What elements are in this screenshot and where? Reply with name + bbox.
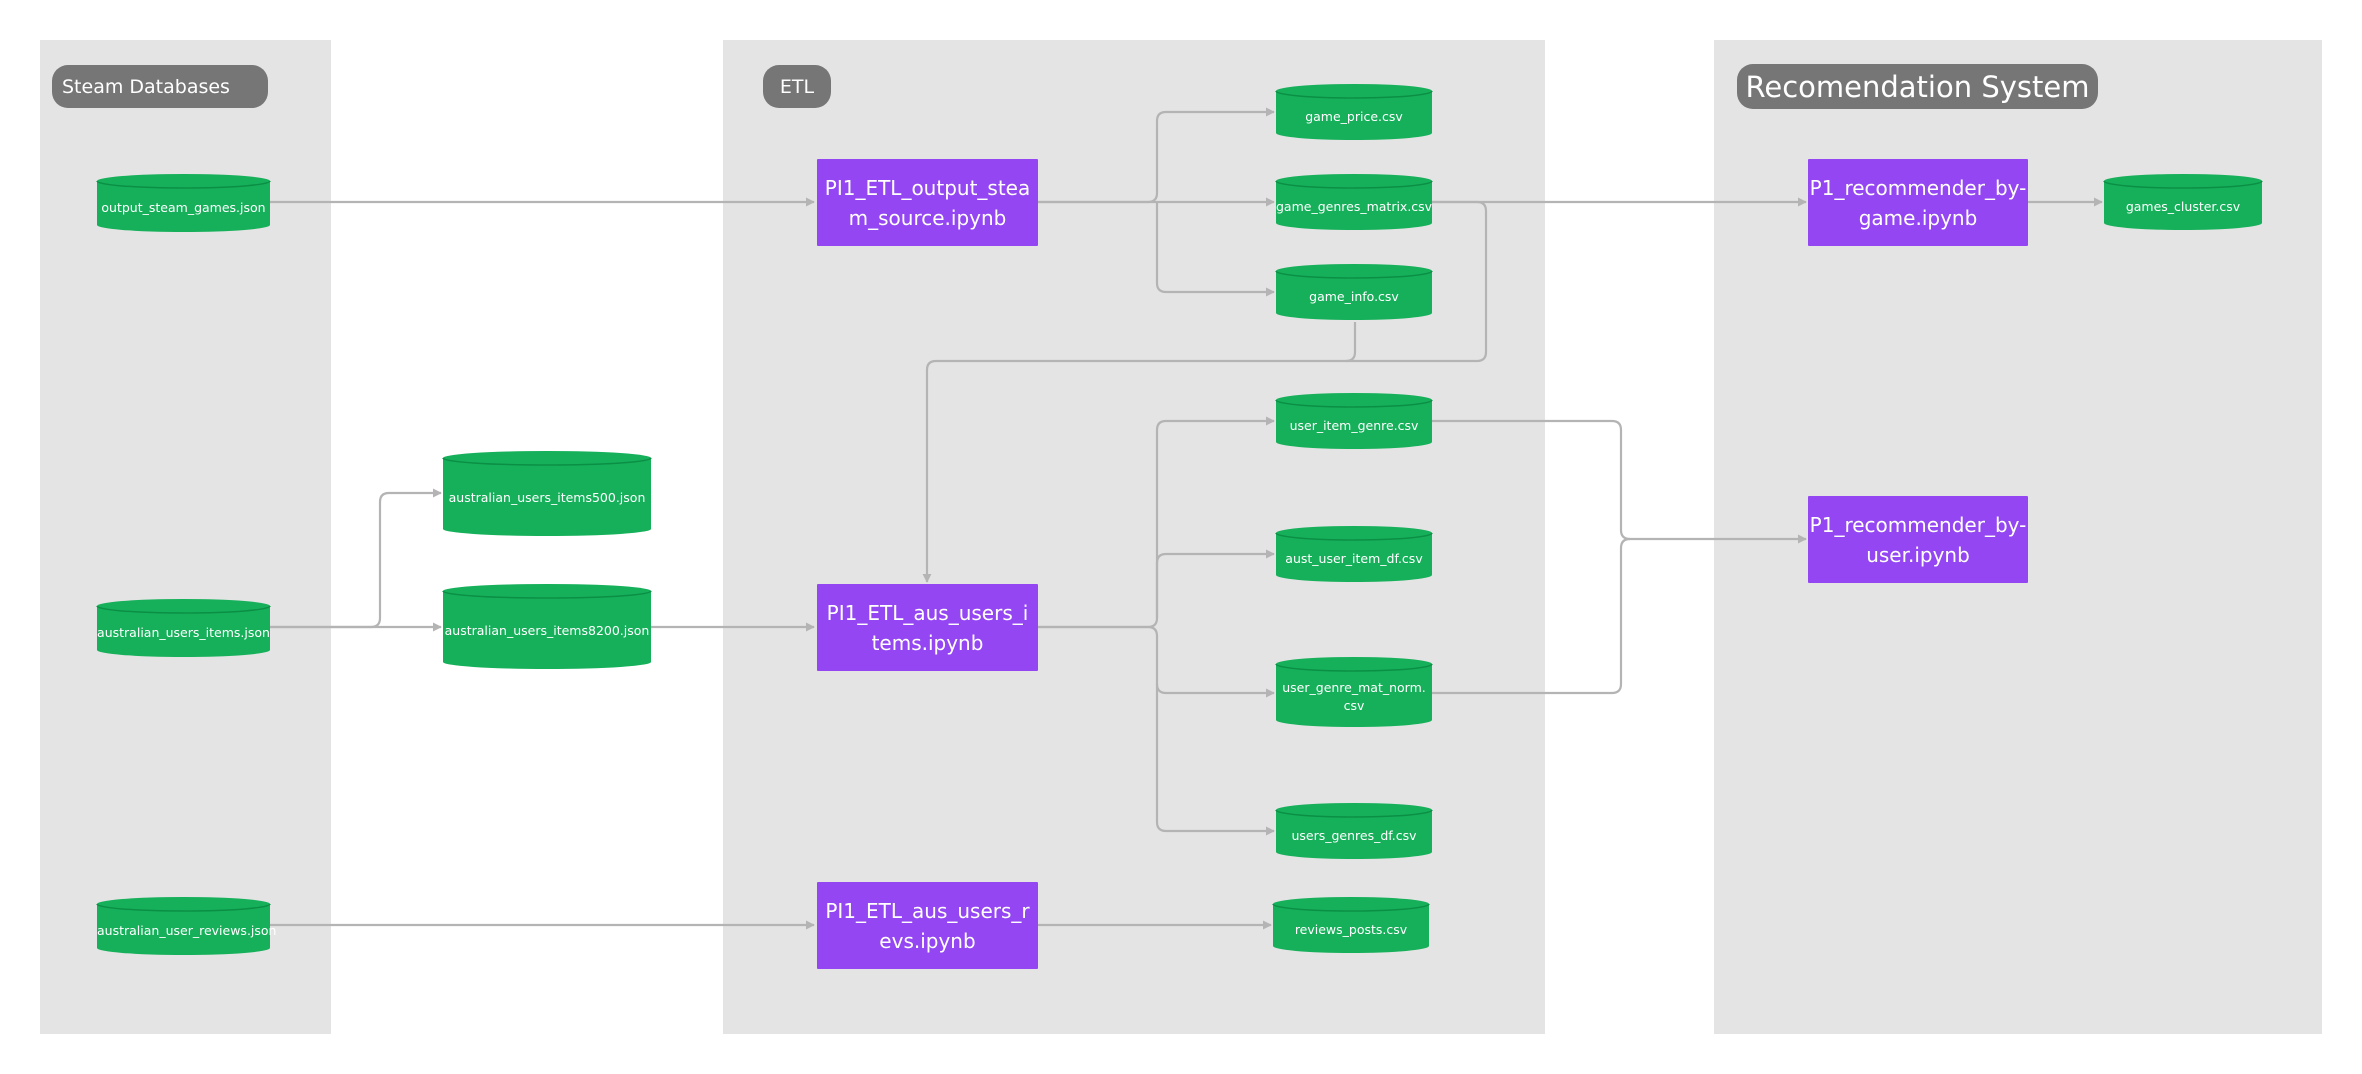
edge-user-genre-mat-norm-to-rec-user xyxy=(1432,537,1631,695)
datastore-label: users_genres_df.csv xyxy=(1291,827,1417,843)
datastore-label: output_steam_games.json xyxy=(101,199,266,215)
edge-etl-steam-to-game-info xyxy=(1155,202,1275,297)
datastore-label: games_cluster.csv xyxy=(2125,198,2241,214)
datastore-games-cluster-csv[interactable]: games_cluster.csv xyxy=(2103,174,2263,230)
datastore-australian-users-items-json[interactable]: australian_users_items.json xyxy=(96,599,271,657)
lane-title-recommendation-system: Recomendation System xyxy=(1737,64,2098,109)
edge-users-items-json-to-items500 xyxy=(270,488,442,629)
datastore-label: user_item_genre.csv xyxy=(1289,417,1419,433)
process-recommender-by-game[interactable]: P1_recommender_by-game.ipynb xyxy=(1808,159,2028,246)
datastore-label: australian_user_reviews.json xyxy=(97,922,277,938)
datastore-game-price-csv[interactable]: game_price.csv xyxy=(1275,84,1433,140)
datastore-label: reviews_posts.csv xyxy=(1294,921,1408,937)
datastore-label: aust_user_item_df.csv xyxy=(1285,550,1423,566)
edge-etl-users-items-to-user-genre-mat-norm xyxy=(1038,625,1275,698)
datastore-australian-users-items500-json[interactable]: australian_users_items500.json xyxy=(442,451,652,536)
datastore-reviews-posts-csv[interactable]: reviews_posts.csv xyxy=(1272,897,1430,953)
lane-title-steam-databases: Steam Databases xyxy=(52,65,268,108)
datastore-aust-user-item-df-csv[interactable]: aust_user_item_df.csv xyxy=(1275,526,1433,582)
datastore-user-genre-mat-norm-csv[interactable]: user_genre_mat_norm. csv xyxy=(1275,657,1433,727)
datastore-label: game_price.csv xyxy=(1305,108,1403,124)
datastore-label: australian_users_items500.json xyxy=(448,490,646,505)
datastore-australian-users-items8200-json[interactable]: australian_users_items8200.json xyxy=(442,584,652,669)
datastore-australian-user-reviews-json[interactable]: australian_user_reviews.json xyxy=(96,897,277,955)
datastore-label: user_genre_mat_norm. csv xyxy=(1282,679,1426,713)
datastore-label: australian_users_items8200.json xyxy=(444,623,650,638)
datastore-label: game_genres_matrix.csv xyxy=(1276,198,1433,214)
datastore-user-item-genre-csv[interactable]: user_item_genre.csv xyxy=(1275,393,1433,449)
edge-etl-users-items-to-aust-user-item-df xyxy=(1155,549,1275,618)
edge-etl-steam-to-game-price xyxy=(1038,107,1275,204)
process-etl-output-steam-source[interactable]: PI1_ETL_output_steam_source.ipynb xyxy=(817,159,1038,246)
datastore-label: game_info.csv xyxy=(1309,288,1399,304)
edge-genres-matrix-to-etl-users-items xyxy=(922,200,1488,583)
lane-title-etl: ETL xyxy=(763,65,831,108)
datastore-users-genres-df-csv[interactable]: users_genres_df.csv xyxy=(1275,803,1433,859)
process-recommender-by-user[interactable]: P1_recommender_by-user.ipynb xyxy=(1808,496,2028,583)
datastore-game-genres-matrix-csv[interactable]: game_genres_matrix.csv xyxy=(1275,174,1433,230)
edge-game-info-to-etl-users-items xyxy=(1345,322,1357,363)
edge-etl-users-items-to-users-genres-df xyxy=(1155,684,1275,836)
datastore-game-info-csv[interactable]: game_info.csv xyxy=(1275,264,1433,320)
datastore-output-steam-games-json[interactable]: output_steam_games.json xyxy=(96,174,271,232)
process-etl-aus-users-revs[interactable]: PI1_ETL_aus_users_revs.ipynb xyxy=(817,882,1038,969)
datastore-label: australian_users_items.json xyxy=(97,624,270,640)
edge-user-item-genre-to-rec-user xyxy=(1432,419,1807,544)
process-etl-aus-users-items[interactable]: PI1_ETL_aus_users_items.ipynb xyxy=(817,584,1038,671)
